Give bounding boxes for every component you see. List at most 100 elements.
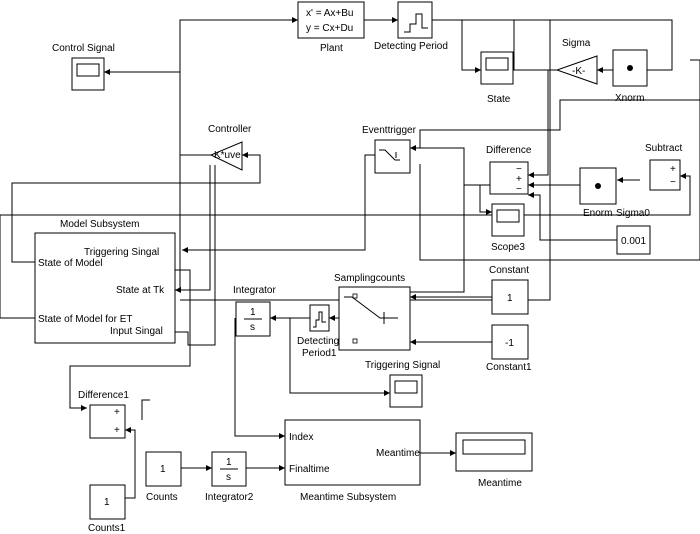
switch-icon: [379, 149, 400, 161]
port-triggering-singal: Triggering Singal: [84, 247, 159, 258]
constant1-value: -1: [505, 338, 514, 349]
meantime-display-label: Meantime: [478, 478, 522, 489]
sigma0-value: 0.001: [621, 236, 646, 247]
port-state-of-model: State of Model: [38, 258, 102, 269]
subtract-sum-block[interactable]: + − Subtract: [645, 143, 682, 191]
integrator2-label: Integrator2: [205, 492, 254, 503]
integrator-label: Integrator: [233, 285, 276, 296]
wire-diff-out: [410, 184, 490, 293]
sigma-gain-block[interactable]: -K- Sigma: [555, 38, 598, 85]
constant1-label: Constant1: [486, 362, 532, 373]
port-meantime: Meantime: [376, 448, 420, 459]
wire-diff-eventtrigger: [410, 147, 465, 185]
detecting-period1-label-1: Detecting: [297, 336, 339, 347]
wire-detect-xnorm: [513, 19, 673, 71]
scope3-scope[interactable]: Scope3: [491, 203, 525, 253]
wire-state-tk: [175, 165, 211, 291]
integrator2-den: s: [226, 472, 231, 483]
port-state-of-model-for-et: State of Model for ET: [38, 314, 133, 325]
wire-counts1: [125, 429, 136, 499]
constant-value: 1: [507, 293, 513, 304]
zero-order-hold-icon: [313, 311, 326, 328]
sigma0-label: Sigma0: [616, 208, 650, 219]
constant1-block[interactable]: -1 Constant1: [486, 324, 532, 373]
model-subsystem-label: Model Subsystem: [60, 219, 139, 230]
triggering-signal-label: Triggering Signal: [365, 360, 440, 371]
wire-detect-state: [461, 20, 481, 71]
plant-label: Plant: [320, 43, 343, 54]
integrator-num: 1: [250, 307, 256, 318]
plant-eq1: x' = Ax+Bu: [306, 8, 354, 19]
wire-integrator-index: [234, 318, 285, 437]
triggering-signal-scope[interactable]: Triggering Signal: [365, 360, 440, 408]
zero-order-hold-icon: [404, 13, 428, 33]
arrowheads: [81, 17, 686, 471]
control-signal-scope[interactable]: Control Signal: [52, 43, 115, 91]
state-scope[interactable]: State: [480, 51, 514, 105]
subtract-label: Subtract: [645, 143, 682, 154]
wire-diff1-out: [141, 399, 150, 420]
controller-label: Controller: [208, 124, 252, 135]
wire-triggering-singal: [419, 99, 700, 148]
xnorm-block[interactable]: Xnorm: [612, 49, 648, 104]
control-signal-label: Control Signal: [52, 43, 115, 54]
wire-controller-out: [104, 71, 211, 156]
port-input-singal: Input Singal: [110, 326, 163, 337]
controller-gain-block[interactable]: K*uve Controller: [208, 124, 252, 171]
constant-label: Constant: [489, 265, 529, 276]
subtract-minus: −: [670, 177, 676, 188]
detecting-period1-block[interactable]: Detecting Period1: [297, 304, 339, 359]
difference1-sum-block[interactable]: + + Difference1: [78, 390, 129, 439]
plant-eq2: y = Cx+Du: [306, 23, 353, 34]
difference-minus-1: −: [516, 164, 522, 175]
detecting-period1-label-2: Period1: [302, 348, 337, 359]
eventtrigger-switch[interactable]: Eventtrigger: [362, 125, 417, 174]
integrator-block[interactable]: 1 s Integrator: [233, 285, 276, 337]
samplingcounts-label: Samplingcounts: [334, 273, 405, 284]
meantime-subsystem-block[interactable]: Index Finaltime Meantime Meantime Subsys…: [284, 419, 421, 503]
wire-eventtrigger-out: [182, 154, 375, 251]
norm-dot-icon: [627, 65, 633, 71]
eventtrigger-label: Eventtrigger: [362, 125, 417, 136]
scope3-label: Scope3: [491, 242, 525, 253]
port-state-at-tk: State at Tk: [116, 285, 165, 296]
wire-sigma-out: [528, 69, 557, 176]
wire-to-eventtrigger: [419, 59, 700, 261]
difference-sum-block[interactable]: − + − Difference: [486, 145, 532, 195]
integrator2-num: 1: [226, 457, 232, 468]
state-scope-label: State: [487, 94, 511, 105]
counts-constant[interactable]: 1 Counts: [145, 451, 182, 503]
difference-label: Difference: [486, 145, 532, 156]
model-subsystem-block[interactable]: Model Subsystem Triggering Singal State …: [34, 219, 176, 344]
meantime-subsystem-label: Meantime Subsystem: [300, 492, 396, 503]
enorm-block[interactable]: Enorm: [579, 167, 617, 219]
integrator2-block[interactable]: 1 s Integrator2: [205, 451, 254, 503]
enorm-label: Enorm: [583, 208, 612, 219]
controller-gain-value: K*uve: [214, 150, 241, 161]
meantime-display[interactable]: Meantime: [455, 432, 533, 489]
sigma-gain-value: -K-: [572, 66, 585, 77]
wire-input-singal: [175, 165, 216, 346]
counts-label: Counts: [146, 492, 178, 503]
counts1-constant[interactable]: 1 Counts1: [88, 484, 126, 534]
sigma0-constant[interactable]: 0.001 Sigma0: [616, 208, 651, 255]
wire-to-plant: [179, 19, 298, 290]
xnorm-label: Xnorm: [615, 93, 644, 104]
difference1-plus-1: +: [114, 407, 120, 418]
wire-state-et: [0, 175, 691, 319]
difference1-plus-2: +: [114, 425, 120, 436]
counts1-label: Counts1: [88, 523, 126, 534]
integrator-den: s: [250, 322, 255, 333]
plant-block[interactable]: x' = Ax+Bu y = Cx+Du Plant: [297, 1, 365, 54]
detecting-period-label: Detecting Period: [374, 41, 448, 52]
difference-minus-2: −: [516, 184, 522, 195]
wire-state-model: [11, 154, 261, 263]
difference-plus: +: [516, 174, 522, 185]
constant-block[interactable]: 1 Constant: [489, 265, 529, 315]
detecting-period-block[interactable]: Detecting Period: [374, 1, 448, 52]
samplingcounts-switch[interactable]: Samplingcounts: [334, 273, 411, 351]
wire-diff1-in: [69, 269, 191, 409]
counts-value: 1: [160, 464, 166, 475]
norm-dot-icon: [595, 183, 601, 189]
